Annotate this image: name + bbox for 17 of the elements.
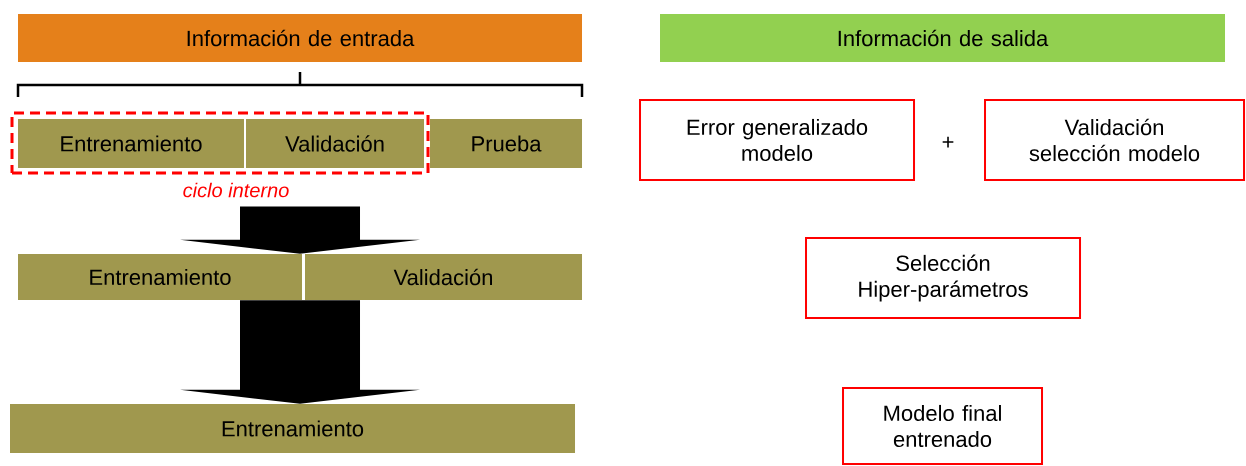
output-box: Error generalizado modelo xyxy=(639,99,915,181)
segment-box: Entrenamiento xyxy=(18,119,244,168)
output-box: Validación selección modelo xyxy=(984,99,1245,181)
node-label: Entrenamiento xyxy=(61,135,202,152)
output-box: Modelo final entrenado xyxy=(842,387,1043,465)
band: Información de entrada xyxy=(18,14,582,62)
node-label: Validación xyxy=(285,135,384,152)
plus-sign: + xyxy=(942,136,954,148)
dashed-box xyxy=(10,111,430,175)
segment-box: Validación xyxy=(305,254,582,300)
band: Información de salida xyxy=(660,14,1225,62)
output-box: Selección Hiper-parámetros xyxy=(805,237,1081,319)
segment-box: Validación xyxy=(246,119,424,168)
segment-box: Entrenamiento xyxy=(18,254,302,300)
segment-box: Prueba xyxy=(430,119,582,168)
segment-box: Entrenamiento xyxy=(10,404,575,453)
caption-text: ciclo interno xyxy=(183,182,289,198)
